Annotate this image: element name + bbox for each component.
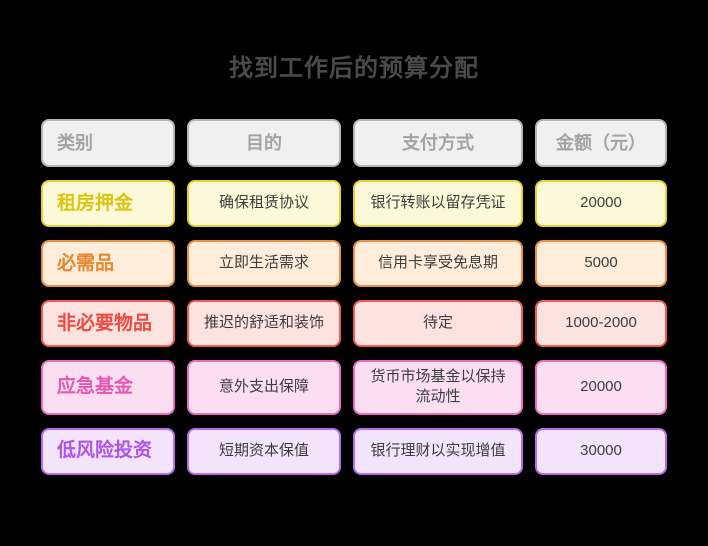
purpose-cell: 短期资本保值 [187, 427, 341, 475]
payment-cell: 银行转账以留存凭证 [353, 180, 523, 227]
header-amount: 金额（元） [535, 119, 667, 167]
amount-cell: 20000 [535, 360, 667, 415]
table-row-rent-deposit: 租房押金 确保租赁协议 银行转账以留存凭证 20000 [41, 180, 667, 227]
amount-cell: 5000 [535, 240, 667, 287]
payment-cell: 待定 [353, 300, 523, 347]
payment-cell: 货币市场基金以保持流动性 [353, 360, 523, 415]
purpose-cell: 确保租赁协议 [187, 180, 341, 227]
purpose-cell: 推迟的舒适和装饰 [187, 300, 341, 347]
budget-table: 类别 目的 支付方式 金额（元） 租房押金 确保租赁协议 银行转账以留存凭证 2… [41, 119, 667, 488]
header-category: 类别 [41, 119, 175, 167]
table-row-non-essentials: 非必要物品 推迟的舒适和装饰 待定 1000-2000 [41, 300, 667, 347]
category-cell: 必需品 [41, 240, 175, 287]
table-row-low-risk-investment: 低风险投资 短期资本保值 银行理财以实现增值 30000 [41, 427, 667, 475]
amount-cell: 20000 [535, 180, 667, 227]
table-header-row: 类别 目的 支付方式 金额（元） [41, 119, 667, 167]
category-cell: 应急基金 [41, 360, 175, 415]
table-row-necessities: 必需品 立即生活需求 信用卡享受免息期 5000 [41, 240, 667, 287]
category-cell: 低风险投资 [41, 427, 175, 475]
header-payment-method: 支付方式 [353, 119, 523, 167]
purpose-cell: 立即生活需求 [187, 240, 341, 287]
amount-cell: 1000-2000 [535, 300, 667, 347]
payment-cell: 信用卡享受免息期 [353, 240, 523, 287]
category-cell: 非必要物品 [41, 300, 175, 347]
payment-cell: 银行理财以实现增值 [353, 427, 523, 475]
purpose-cell: 意外支出保障 [187, 360, 341, 415]
amount-cell: 30000 [535, 427, 667, 475]
category-cell: 租房押金 [41, 180, 175, 227]
table-row-emergency-fund: 应急基金 意外支出保障 货币市场基金以保持流动性 20000 [41, 360, 667, 415]
header-purpose: 目的 [187, 119, 341, 167]
page-title: 找到工作后的预算分配 [229, 55, 479, 82]
